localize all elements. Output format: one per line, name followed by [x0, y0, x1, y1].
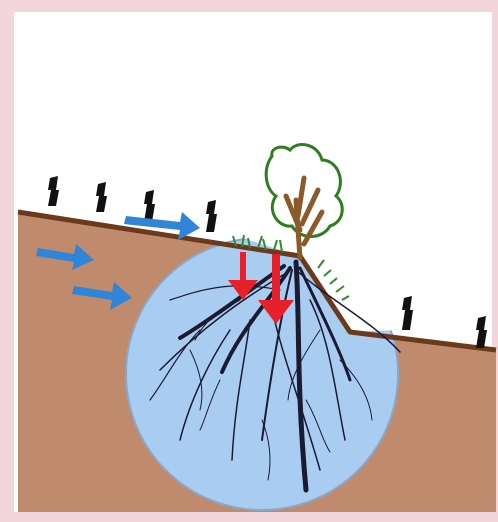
diagram-svg	[0, 0, 498, 522]
diagram-frame	[0, 0, 498, 522]
